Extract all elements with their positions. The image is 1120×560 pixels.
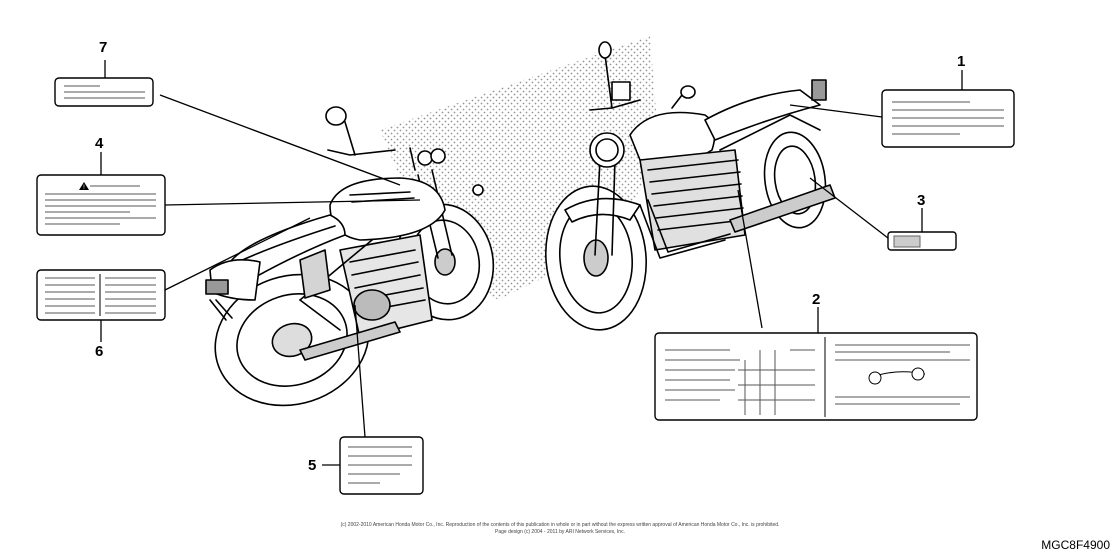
label-plate-2 bbox=[654, 332, 978, 421]
label-plate-4 bbox=[36, 174, 166, 236]
callout-5: 5 bbox=[308, 457, 317, 474]
motorcycle-front-view bbox=[544, 41, 836, 331]
callout-1: 1 bbox=[957, 53, 966, 70]
callout-6: 6 bbox=[95, 343, 104, 360]
callout-4: 4 bbox=[95, 135, 104, 152]
svg-text:!: ! bbox=[83, 185, 85, 191]
leader-lines bbox=[100, 60, 963, 466]
motorcycle-rear-view bbox=[205, 106, 495, 407]
copyright-line-1: (c) 2002-2010 American Honda Motor Co., … bbox=[340, 522, 780, 528]
callout-2: 2 bbox=[812, 291, 821, 308]
callout-3: 3 bbox=[917, 192, 926, 209]
warning-triangle-icon: ! bbox=[79, 182, 89, 191]
copyright-line-2: Page design (c) 2004 - 2011 by ARI Netwo… bbox=[495, 529, 625, 535]
callout-7: 7 bbox=[99, 39, 108, 56]
diagram-code: MGC8F4900 bbox=[1041, 538, 1110, 552]
